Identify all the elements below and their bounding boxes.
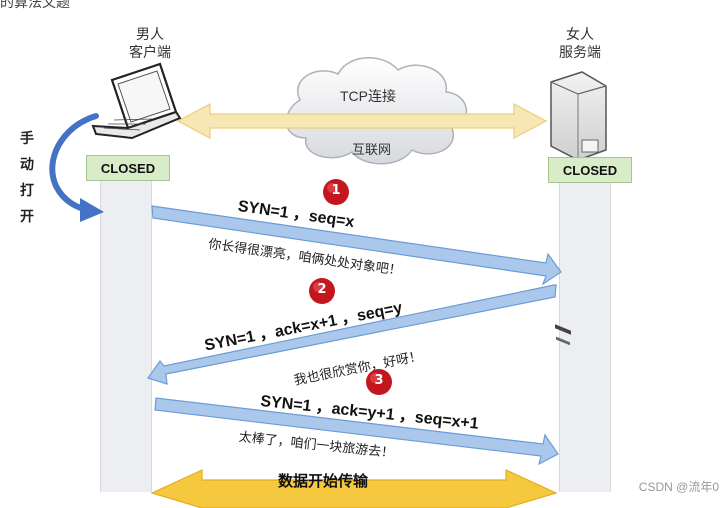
client-timeline bbox=[100, 180, 152, 492]
server-state-badge: CLOSED bbox=[548, 157, 632, 183]
manual-open-char-1: 手 bbox=[20, 131, 34, 147]
step-3-number: 3 bbox=[374, 373, 384, 388]
manual-open-label: 手 动 打 开 bbox=[20, 128, 36, 232]
data-transfer-double-arrow bbox=[150, 469, 558, 508]
step-1-number: 1 bbox=[331, 183, 341, 198]
laptop-icon bbox=[91, 62, 182, 140]
step-badge-3 bbox=[366, 369, 392, 395]
client-role: 客户端 bbox=[129, 45, 171, 61]
data-transfer-label: 数据开始传输 bbox=[278, 472, 369, 490]
cropped-top-text: 的算法文题 bbox=[0, 0, 70, 11]
server-icon bbox=[550, 71, 607, 346]
step-badge-1 bbox=[323, 179, 349, 205]
manual-open-char-3: 打 bbox=[20, 183, 34, 199]
step-2-arrow bbox=[147, 284, 557, 385]
cloud-bottom-label: 互联网 bbox=[352, 143, 392, 158]
csdn-watermark: CSDN @流年0 bbox=[638, 480, 719, 494]
step-3-arrow bbox=[154, 397, 559, 466]
client-state-badge: CLOSED bbox=[86, 155, 170, 181]
cloud-top-label: TCP连接 bbox=[340, 88, 396, 104]
manual-open-char-4: 开 bbox=[20, 209, 34, 225]
step-2-number: 2 bbox=[317, 282, 327, 297]
server-name: 女人 bbox=[566, 27, 594, 43]
server-role: 服务端 bbox=[559, 45, 601, 61]
client-name: 男人 bbox=[136, 27, 164, 43]
manual-open-curved-arrow bbox=[49, 113, 104, 222]
step-1-arrow bbox=[151, 205, 562, 286]
step-badge-2 bbox=[309, 278, 335, 304]
manual-open-char-2: 动 bbox=[20, 157, 34, 173]
tcp-link-double-arrow bbox=[176, 103, 548, 139]
server-timeline bbox=[559, 180, 611, 492]
